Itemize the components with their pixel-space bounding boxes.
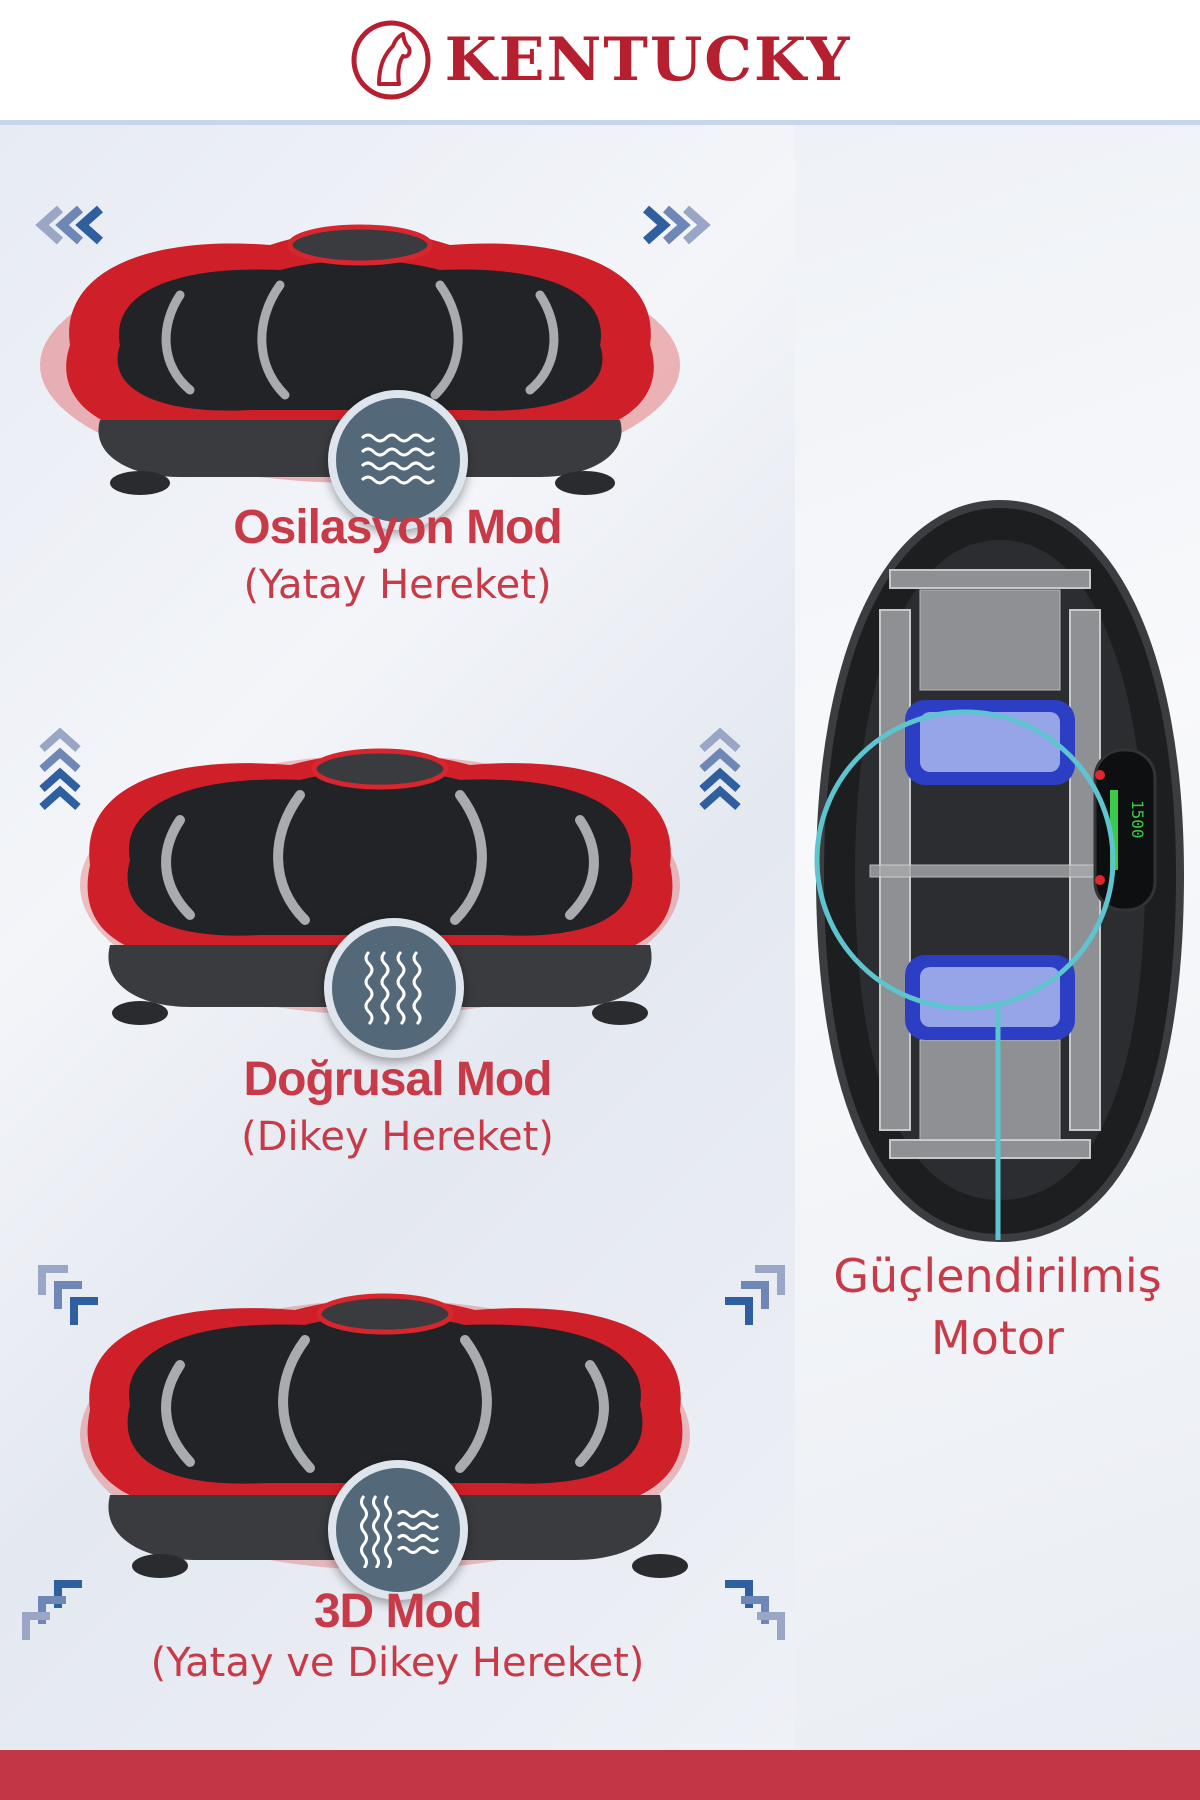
horizontal-wave-icon xyxy=(328,390,468,530)
chevrons-up-right-icon xyxy=(699,727,741,810)
vertical-wave-icon xyxy=(324,918,464,1058)
chevrons-diag-upright-icon xyxy=(725,1265,785,1325)
motor-label-line1: Güçlendirilmiş xyxy=(833,1249,1162,1303)
motor-label-line2: Motor xyxy=(931,1311,1064,1365)
chevrons-diag-downleft-icon xyxy=(22,1580,82,1640)
chevrons-up-left-icon xyxy=(39,727,81,810)
horse-head-icon xyxy=(351,20,431,100)
motor-internal-view: 1500 xyxy=(814,500,1185,1243)
mode-subtitle: (Dikey Hereket) xyxy=(241,1114,554,1160)
vibration-platform-linear xyxy=(80,748,680,1025)
footer-bar xyxy=(0,1750,1200,1800)
mode-subtitle: (Yatay Hereket) xyxy=(243,562,552,608)
chevrons-diag-upleft-icon xyxy=(38,1265,98,1325)
motor-display-readout: 1500 xyxy=(1128,800,1147,839)
mode-subtitle: (Yatay ve Dikey Hereket) xyxy=(150,1640,645,1686)
brand: KENTUCKY xyxy=(349,18,852,102)
combined-wave-icon xyxy=(328,1460,468,1600)
mode-title: Osilasyon Mod xyxy=(233,501,562,554)
chevrons-diag-downright-icon xyxy=(725,1580,785,1640)
header: KENTUCKY xyxy=(0,0,1200,125)
mode-title: Doğrusal Mod xyxy=(243,1053,553,1106)
brand-name: KENTUCKY xyxy=(444,25,852,95)
mode-title: 3D Mod xyxy=(313,1585,482,1638)
chevrons-left-icon xyxy=(35,205,103,245)
chevrons-right-icon xyxy=(643,205,711,245)
vibration-platform-oscillation xyxy=(40,224,680,495)
vibration-platform-3d xyxy=(80,1293,690,1578)
